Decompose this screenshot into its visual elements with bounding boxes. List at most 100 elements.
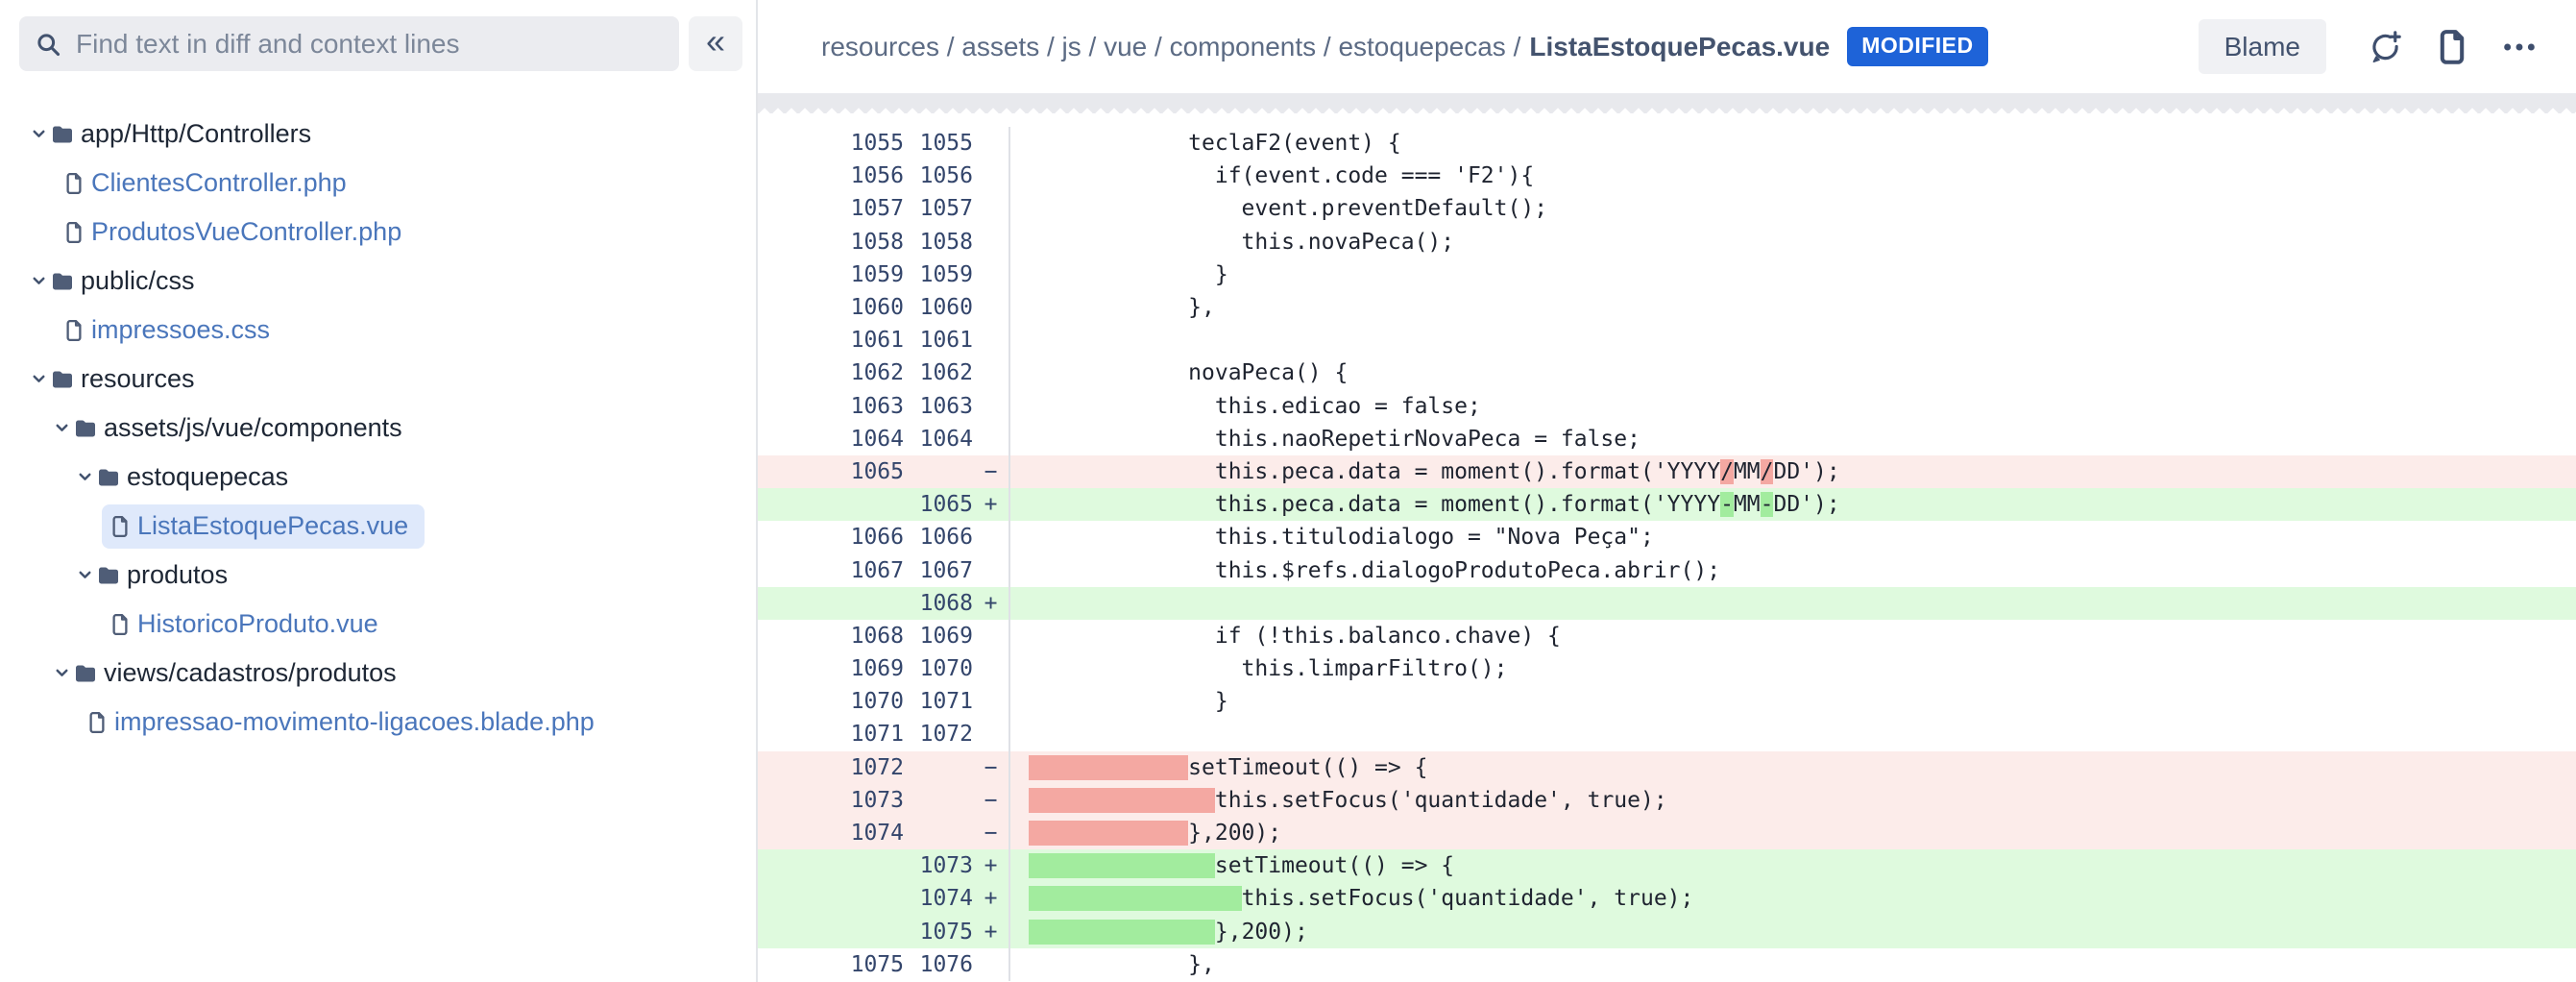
line-number-new[interactable]: 1064 [919, 426, 973, 452]
tree-file-row[interactable]: ListaEstoquePecas.vue [0, 502, 756, 551]
code-text: this.$refs.dialogoProdutoPeca.abrir(); [1029, 557, 1721, 583]
line-number-old[interactable]: 1063 [850, 393, 904, 419]
file-icon [65, 319, 83, 341]
line-number-old[interactable]: 1067 [850, 557, 904, 583]
diff-row-added: 1068+ [758, 586, 2576, 620]
tree-folder-row[interactable]: public/css [0, 257, 756, 306]
code-text: this.limparFiltro(); [1029, 656, 1508, 682]
add-comment-button[interactable] [2357, 19, 2413, 74]
line-number-new[interactable]: 1058 [919, 229, 973, 255]
tree-row-content: assets/js/vue/components [44, 406, 419, 451]
search-box [19, 16, 679, 71]
line-number-old[interactable]: 1071 [850, 722, 904, 748]
tree-folder-row[interactable]: views/cadastros/produtos [0, 649, 756, 698]
line-number-new[interactable]: 1061 [919, 328, 973, 354]
line-number-new[interactable]: 1068 [919, 590, 973, 616]
line-number-old[interactable]: 1058 [850, 229, 904, 255]
chevron-down-icon[interactable] [31, 126, 47, 142]
line-number-old[interactable]: 1056 [850, 163, 904, 189]
search-input[interactable] [74, 27, 664, 61]
code-text: this.setFocus('quantidade', true); [1241, 886, 1694, 912]
tree-folder-row[interactable]: app/Http/Controllers [0, 110, 756, 159]
code-text: MM [1733, 492, 1761, 518]
line-number-old[interactable]: 1066 [850, 525, 904, 551]
tree-row-content: resources [21, 357, 211, 402]
code-line: novaPeca() { [1009, 356, 2576, 390]
chevron-down-icon[interactable] [54, 420, 70, 436]
chevron-down-icon[interactable] [77, 469, 93, 485]
blame-button[interactable]: Blame [2198, 19, 2326, 74]
view-source-button[interactable] [2424, 19, 2480, 74]
word-diff-highlight [1029, 821, 1189, 847]
line-number-new[interactable]: 1057 [919, 196, 973, 222]
line-number-new[interactable]: 1073 [919, 853, 973, 879]
tree-file-row[interactable]: HistoricoProduto.vue [0, 600, 756, 649]
code-line: this.setFocus('quantidade', true); [1009, 882, 2576, 916]
code-line: event.preventDefault(); [1009, 192, 2576, 226]
line-number-new[interactable]: 1055 [919, 131, 973, 157]
diff-row-added: 1065+ this.peca.data = moment().format('… [758, 488, 2576, 522]
breadcrumb-path[interactable]: resources / assets / js / vue / componen… [821, 31, 1521, 61]
chevron-down-icon[interactable] [77, 567, 93, 583]
comment-plus-icon [2367, 29, 2403, 65]
line-number-new[interactable]: 1067 [919, 557, 973, 583]
line-number-old[interactable]: 1072 [850, 754, 904, 780]
sidebar-collapse-button[interactable]: « [689, 16, 742, 71]
line-number-old[interactable]: 1055 [850, 131, 904, 157]
line-number-new[interactable]: 1059 [919, 261, 973, 287]
line-number-old[interactable]: 1070 [850, 689, 904, 715]
line-number-new[interactable]: 1066 [919, 525, 973, 551]
collapsed-lines-edge[interactable] [758, 93, 2576, 113]
line-number-old[interactable]: 1068 [850, 623, 904, 649]
line-number-old[interactable]: 1060 [850, 295, 904, 321]
line-number-old[interactable]: 1073 [850, 787, 904, 813]
word-diff-highlight [1029, 886, 1242, 912]
folder-icon [76, 420, 95, 437]
tree-folder-row[interactable]: estoquepecas [0, 453, 756, 502]
line-number-new[interactable]: 1070 [919, 656, 973, 682]
tree-file-row[interactable]: impressao-movimento-ligacoes.blade.php [0, 698, 756, 747]
code-text: this.peca.data = moment().format('YYYY [1029, 458, 1721, 484]
line-number-old[interactable]: 1075 [850, 951, 904, 977]
code-text: setTimeout(() => { [1188, 754, 1428, 780]
line-number-new[interactable]: 1060 [919, 295, 973, 321]
tree-file-row[interactable]: ProdutosVueController.php [0, 208, 756, 257]
code-line: },200); [1009, 915, 2576, 948]
chevron-down-icon[interactable] [31, 371, 47, 387]
code-line: } [1009, 685, 2576, 719]
chevron-down-icon[interactable] [54, 665, 70, 681]
line-number-new[interactable]: 1076 [919, 951, 973, 977]
chevron-down-icon[interactable] [31, 273, 47, 289]
line-number-old[interactable]: 1074 [850, 821, 904, 847]
tree-folder-row[interactable]: produtos [0, 551, 756, 600]
code-text: },200); [1214, 919, 1308, 945]
tree-file-row[interactable]: impressoes.css [0, 306, 756, 355]
tree-file-row[interactable]: ClientesController.php [0, 159, 756, 208]
line-number-old[interactable]: 1065 [850, 458, 904, 484]
file-icon [65, 221, 83, 243]
tree-folder-row[interactable]: assets/js/vue/components [0, 404, 756, 453]
line-number-old[interactable]: 1062 [850, 360, 904, 386]
line-number-new[interactable]: 1056 [919, 163, 973, 189]
tree-folder-row[interactable]: resources [0, 355, 756, 404]
line-number-new[interactable]: 1063 [919, 393, 973, 419]
line-number-new[interactable]: 1072 [919, 722, 973, 748]
line-number-old[interactable]: 1064 [850, 426, 904, 452]
tree-item-label: public/css [81, 266, 195, 295]
line-number-new[interactable]: 1074 [919, 886, 973, 912]
line-number-old[interactable]: 1059 [850, 261, 904, 287]
line-number-new[interactable]: 1062 [919, 360, 973, 386]
word-diff-highlight [1029, 787, 1215, 813]
sidebar-search-row: « [0, 0, 756, 71]
more-options-button[interactable] [2491, 19, 2547, 74]
line-number-new[interactable]: 1069 [919, 623, 973, 649]
line-number-new[interactable]: 1071 [919, 689, 973, 715]
line-number-new[interactable]: 1075 [919, 919, 973, 945]
line-number-old[interactable]: 1057 [850, 196, 904, 222]
line-number-old[interactable]: 1061 [850, 328, 904, 354]
line-number-new[interactable]: 1065 [919, 492, 973, 518]
line-number-old[interactable]: 1069 [850, 656, 904, 682]
